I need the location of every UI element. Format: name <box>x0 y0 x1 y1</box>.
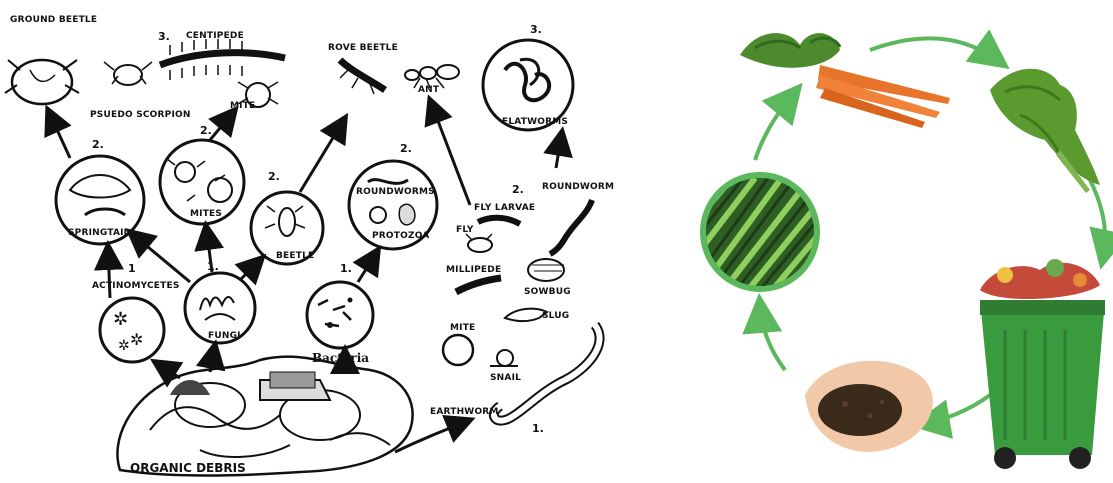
svg-text:✲: ✲ <box>130 330 143 349</box>
roundworms-label: ROUNDWORMS <box>356 187 435 197</box>
level-2-springtail: 2. <box>92 138 104 151</box>
crop-field-image <box>675 175 835 305</box>
mite-bottom-illustration <box>443 335 473 365</box>
mites-label: MITES <box>190 209 222 219</box>
roundworm-illustration <box>550 200 592 254</box>
ant-label: ANT <box>418 85 440 95</box>
protozoa-label: PROTOZOA <box>372 231 429 241</box>
slug-illustration <box>505 309 547 321</box>
organic-debris-label: ORGANIC DEBRIS <box>130 461 246 475</box>
organic-debris-illustration <box>117 357 412 476</box>
pseudoscorpion-illustration <box>104 62 152 85</box>
mite-bottom-label: MITE <box>450 323 475 333</box>
springtail-label: SPRINGTAIL <box>68 228 130 238</box>
ground-beetle-illustration <box>5 60 79 104</box>
snail-label: SNAIL <box>490 373 521 383</box>
bacteria-node <box>307 282 373 348</box>
earthworm-label: EARTHWORM <box>430 407 499 417</box>
level-3-centipede: 3. <box>158 30 170 43</box>
beetle-label: BEETLE <box>276 251 314 261</box>
fly-label: FLY <box>456 225 474 235</box>
compost-bin-image <box>980 259 1105 469</box>
pseudoscorpion-label: PSUEDO SCORPION <box>90 110 191 120</box>
bacteria-label: Bacteria <box>312 351 369 365</box>
level-2-roundworms: 2. <box>400 142 412 155</box>
fly-larvae-illustration <box>478 218 520 224</box>
rove-beetle-label: ROVE BEETLE <box>328 43 398 53</box>
fly-larvae-label: FLY LARVAE <box>474 203 535 213</box>
compost-in-hands-image <box>805 361 933 452</box>
fly-illustration <box>466 234 492 252</box>
centipede-label: CENTIPEDE <box>186 31 244 41</box>
ground-beetle-label: GROUND BEETLE <box>10 15 97 25</box>
carrots-image <box>740 33 950 128</box>
sowbug-illustration <box>528 259 564 281</box>
sowbug-label: SOWBUG <box>524 287 571 297</box>
svg-text:✲: ✲ <box>113 309 128 330</box>
level-1-earthworm: 1. <box>532 422 544 435</box>
level-1-bacteria: 1. <box>340 262 352 275</box>
actinomycetes-label: ACTINOMYCETES <box>92 281 180 291</box>
level-2-mites: 2. <box>200 124 212 137</box>
centipede-illustration <box>160 39 285 80</box>
level-1-actinomycetes: 1 <box>128 262 136 275</box>
fungi-label: FUNGI <box>208 331 241 341</box>
rove-beetle-illustration <box>340 60 385 94</box>
carrot-greens-image <box>990 69 1100 193</box>
level-2-flylarvae: 2. <box>512 183 524 196</box>
flatworms-label: FLATWORMS <box>502 117 568 127</box>
snail-illustration <box>490 350 518 366</box>
level-2-beetle: 2. <box>268 170 280 183</box>
actinomycetes-node: ✲ ✲ ✲ <box>100 298 164 362</box>
compost-cycle-diagram <box>660 0 1113 479</box>
roundworm-label: ROUNDWORM <box>542 182 614 192</box>
slug-label: SLUG <box>542 311 569 321</box>
level-3-flatworms: 3. <box>530 23 542 36</box>
millipede-label: MILLIPEDE <box>446 265 501 275</box>
svg-text:✲: ✲ <box>118 338 130 354</box>
millipede-illustration <box>456 278 501 292</box>
soil-food-web-diagram: ORGANIC DEBRIS ✲ ✲ ✲ 1 ACTINOMYCETES 1. … <box>0 0 620 479</box>
